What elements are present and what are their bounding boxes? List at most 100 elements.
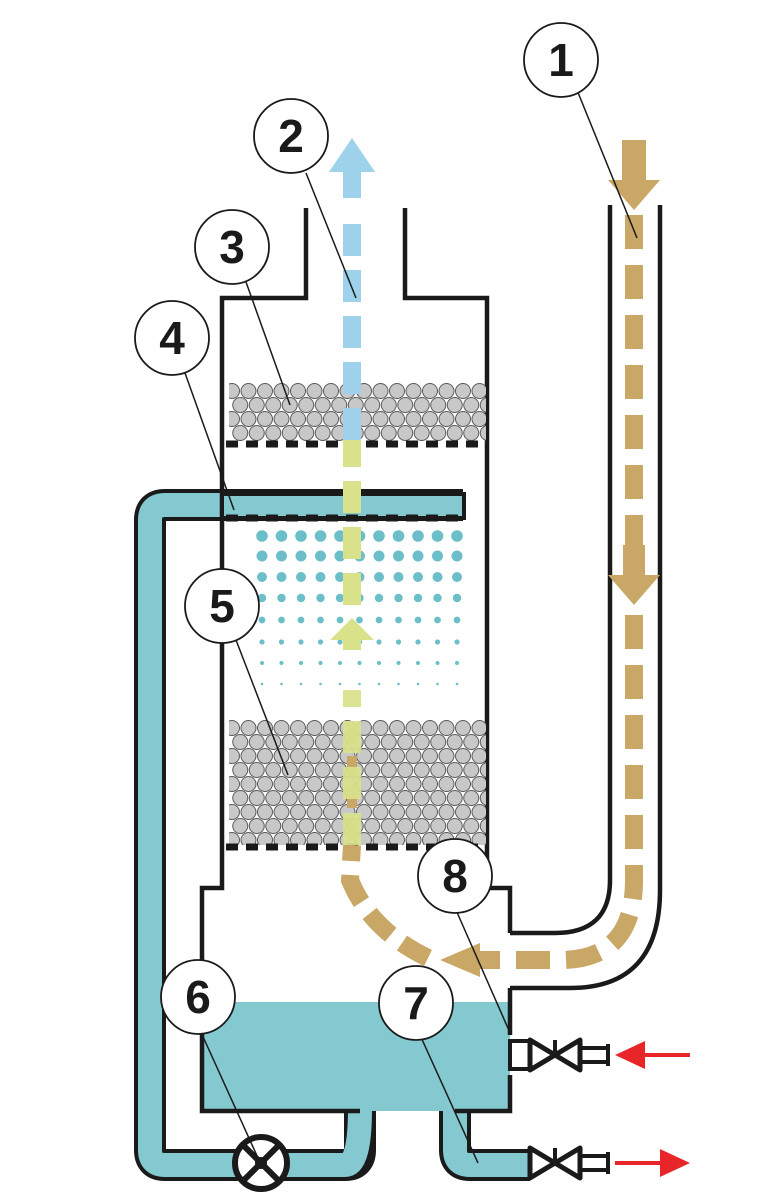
packing-ball — [323, 776, 339, 792]
droplet — [435, 661, 440, 665]
packing-ball — [389, 832, 405, 845]
droplet — [414, 616, 422, 624]
packing-ball — [364, 818, 381, 834]
callout-4: 4 — [134, 300, 210, 376]
callout-6: 6 — [160, 959, 236, 1035]
packing-ball — [479, 762, 486, 778]
droplet — [452, 593, 462, 603]
packing-ball — [479, 818, 486, 834]
droplet — [295, 550, 307, 562]
packing-ball — [471, 832, 486, 845]
callout-number: 6 — [185, 971, 211, 1023]
packing-ball — [240, 383, 257, 399]
packing-ball — [323, 832, 339, 845]
packing-ball — [479, 734, 486, 750]
packing-ball — [290, 832, 306, 845]
droplet — [259, 639, 265, 645]
packing-ball — [240, 776, 257, 792]
packing-ball — [257, 411, 273, 427]
droplet — [338, 661, 342, 665]
packing-ball — [380, 734, 397, 750]
packing-ball — [273, 748, 290, 764]
packing-ball — [273, 832, 290, 845]
sump-liquid — [204, 1002, 510, 1111]
droplet — [318, 661, 323, 665]
packing-ball — [372, 776, 389, 792]
packing-ball — [323, 383, 339, 399]
packing-ball — [422, 383, 438, 399]
droplet — [298, 639, 304, 645]
packing-ball — [273, 804, 290, 820]
packing-ball — [298, 762, 315, 778]
packing-ball — [405, 748, 422, 764]
packing-ball — [281, 818, 298, 834]
callout-number: 5 — [209, 580, 235, 632]
packing-ball — [446, 734, 463, 750]
droplet — [415, 639, 421, 645]
packing-ball — [413, 762, 430, 778]
packing-ball — [248, 734, 265, 750]
packing-ball — [405, 776, 422, 792]
drain-arrow-icon — [615, 1149, 690, 1177]
droplet — [416, 661, 420, 665]
packing-ball — [405, 411, 422, 427]
packing-ball — [413, 425, 430, 441]
packing-ball — [229, 383, 240, 399]
packing-ball — [323, 411, 339, 427]
packing-ball — [232, 762, 249, 778]
packing-ball — [281, 762, 298, 778]
droplet — [334, 550, 346, 562]
packing-ball — [430, 425, 447, 441]
droplet — [376, 639, 382, 645]
drain-pipe — [439, 1108, 530, 1181]
packing-ball — [430, 734, 447, 750]
packing-ball — [413, 790, 430, 806]
packing-ball — [248, 397, 265, 413]
packing-ball — [422, 411, 438, 427]
packing-ball — [232, 425, 249, 441]
callout-1: 1 — [523, 22, 599, 98]
packing-ball — [397, 734, 414, 750]
packing-ball — [290, 804, 306, 820]
droplet — [434, 616, 441, 624]
droplet — [317, 639, 324, 645]
droplet — [278, 639, 285, 645]
droplet — [315, 550, 326, 562]
packing-ball — [422, 804, 438, 820]
recirculation-pump-icon — [232, 1134, 290, 1192]
packing-ball — [248, 762, 265, 778]
packing-ball — [314, 425, 331, 441]
packing-ball — [290, 748, 306, 764]
packing-ball — [314, 762, 331, 778]
droplet — [278, 616, 285, 624]
packing-ball — [438, 411, 455, 427]
packing-ball — [430, 818, 447, 834]
droplet — [433, 593, 442, 603]
droplet — [260, 661, 264, 665]
packing-ball — [405, 804, 422, 820]
packing-ball — [455, 383, 471, 399]
packing-ball — [229, 411, 240, 427]
droplet — [436, 682, 439, 686]
droplet — [377, 682, 381, 686]
packing-ball — [298, 818, 315, 834]
packing-ball — [446, 425, 463, 441]
packing-ball — [422, 748, 438, 764]
droplet — [392, 530, 405, 542]
droplet — [296, 572, 306, 582]
packing-ball — [306, 720, 323, 736]
packing-ball — [463, 790, 480, 806]
droplet — [375, 616, 383, 624]
gas-inlet-duct — [510, 205, 663, 991]
packing-ball — [446, 818, 463, 834]
packing-ball — [438, 383, 455, 399]
packing-ball — [455, 411, 471, 427]
droplet — [416, 682, 420, 686]
packing-ball — [372, 720, 389, 736]
packing-ball — [265, 762, 282, 778]
packing-ball — [430, 790, 447, 806]
packing-ball — [306, 411, 323, 427]
packing-ball — [257, 832, 273, 845]
droplet — [373, 530, 385, 542]
packing-ball — [232, 734, 249, 750]
